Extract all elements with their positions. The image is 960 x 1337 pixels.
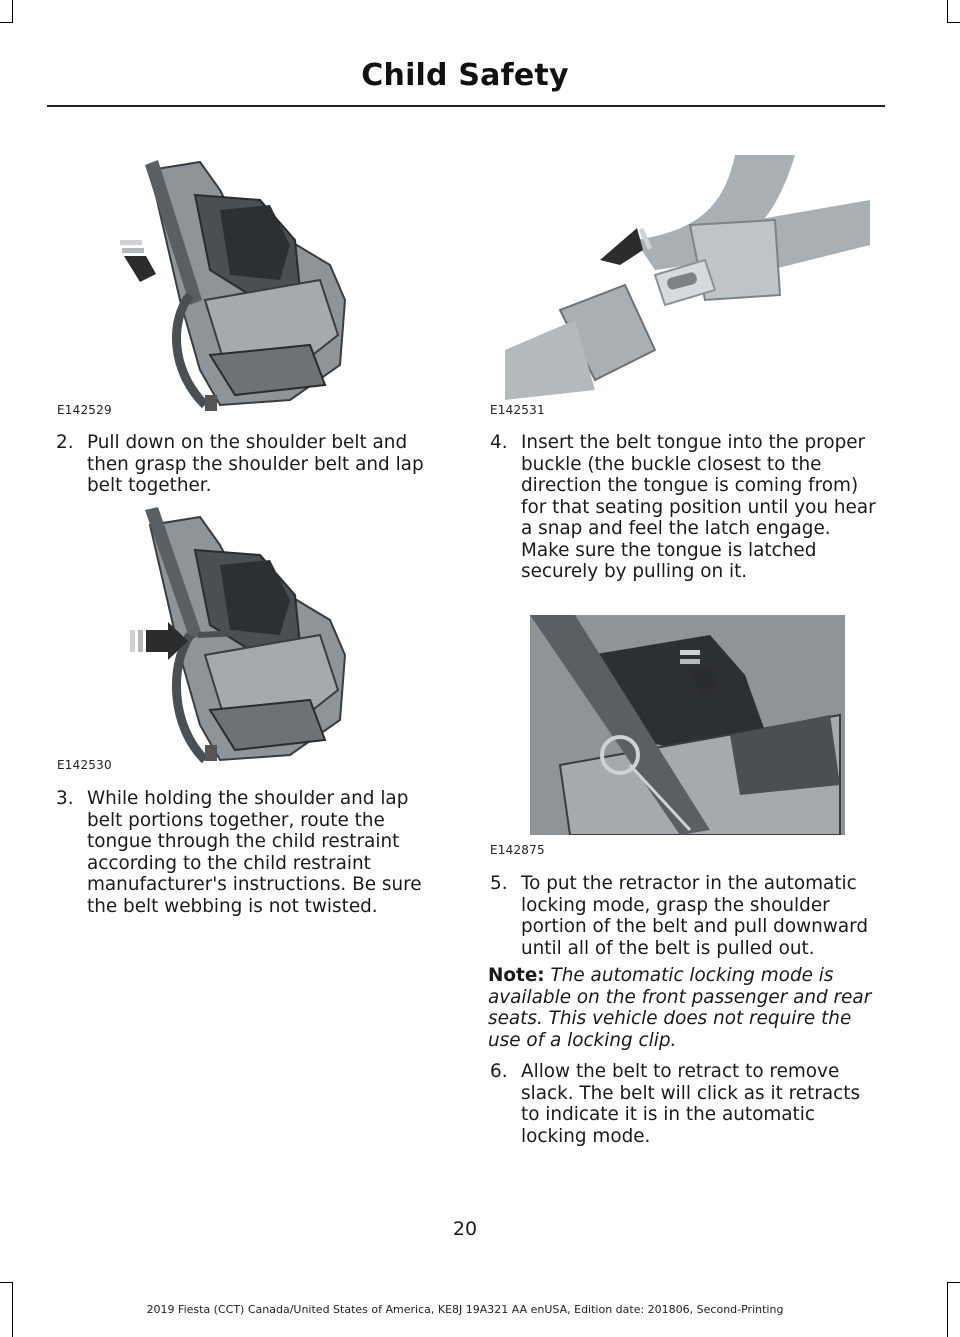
page-title: Child Safety bbox=[361, 58, 569, 93]
child-seat-illustration bbox=[130, 507, 347, 764]
step-number: 6. bbox=[490, 1061, 508, 1082]
crop-mark bbox=[0, 1282, 13, 1283]
step-text: Insert the belt tongue into the proper b… bbox=[521, 432, 876, 582]
arrow-left-icon bbox=[600, 227, 653, 265]
step-text: While holding the shoulder and lap belt … bbox=[87, 788, 422, 917]
step-6: 6. Allow the belt to retract to remove s… bbox=[490, 1061, 882, 1147]
figure-code: E142875 bbox=[490, 843, 545, 857]
step-text: To put the retractor in the automatic lo… bbox=[521, 873, 868, 959]
step-5: 5. To put the retractor in the automatic… bbox=[490, 873, 882, 959]
step-number: 4. bbox=[490, 432, 508, 453]
arrow-down-icon bbox=[120, 240, 156, 282]
arrow-right-icon bbox=[130, 622, 188, 660]
step-number: 3. bbox=[56, 788, 74, 809]
step-number: 5. bbox=[490, 873, 508, 894]
step-2: 2. Pull down on the shoulder belt and th… bbox=[56, 432, 438, 497]
crop-mark bbox=[947, 1282, 948, 1337]
crop-mark bbox=[947, 22, 960, 23]
step-text: Pull down on the shoulder belt and then … bbox=[87, 432, 424, 496]
note-text: The automatic locking mode is available … bbox=[488, 965, 872, 1051]
step-3: 3. While holding the shoulder and lap be… bbox=[56, 788, 448, 917]
step-4: 4. Insert the belt tongue into the prope… bbox=[490, 432, 882, 583]
crop-mark bbox=[947, 0, 948, 22]
note: Note: The automatic locking mode is avai… bbox=[488, 965, 882, 1051]
arrow-down-right-icon bbox=[680, 650, 720, 697]
footer-text: 2019 Fiesta (CCT) Canada/United States o… bbox=[146, 1303, 784, 1316]
figure-child-seat-pull-belt: E142529 bbox=[57, 150, 360, 420]
crop-mark bbox=[12, 0, 13, 22]
figure-shoulder-belt-pull: E142875 bbox=[490, 615, 845, 857]
figure-buckle: E142531 bbox=[490, 150, 875, 417]
page-number: 20 bbox=[452, 1218, 478, 1240]
crop-mark bbox=[12, 1282, 13, 1337]
child-seat-illustration bbox=[120, 160, 347, 411]
figure-code: E142529 bbox=[57, 403, 112, 417]
step-text: Allow the belt to retract to remove slac… bbox=[521, 1061, 861, 1147]
header-divider bbox=[47, 105, 885, 107]
note-label: Note: bbox=[488, 965, 545, 986]
figure-code: E142530 bbox=[57, 758, 112, 772]
buckle-illustration bbox=[505, 155, 870, 400]
step-number: 2. bbox=[56, 432, 74, 453]
crop-mark bbox=[0, 22, 13, 23]
figure-child-seat-route-belt: E142530 bbox=[57, 505, 360, 775]
crop-mark bbox=[947, 1282, 960, 1283]
figure-code: E142531 bbox=[490, 403, 545, 417]
child-seat-closeup-illustration bbox=[530, 615, 845, 835]
